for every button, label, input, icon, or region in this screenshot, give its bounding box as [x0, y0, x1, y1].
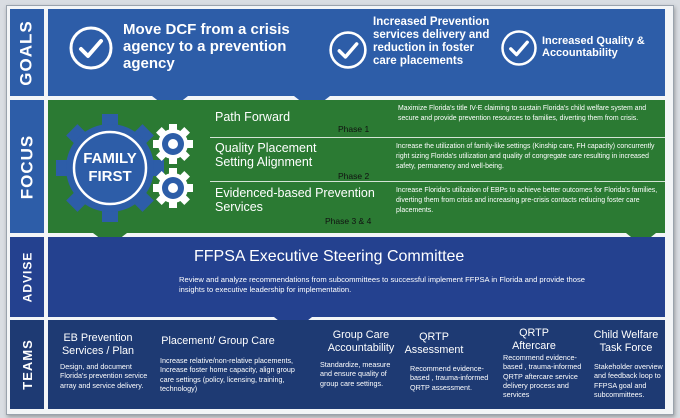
goal-crisis-to-prevention: Move DCF from a crisis agency to a preve…: [123, 21, 290, 72]
team-group-care-desc: Standardize, measure and ensure quality …: [320, 360, 391, 388]
goals-label: GOALS: [10, 9, 44, 96]
phase-3-4-label: Phase 3 & 4: [325, 216, 372, 226]
goals-panel: Move DCF from a crisis agency to a preve…: [48, 9, 665, 96]
team-eb-prevention-desc: Design, and document Florida's preventio…: [60, 362, 148, 390]
teams-panel: EB Prevention Services / Plan Design, an…: [48, 320, 665, 409]
family-first-line1: FAMILY: [83, 150, 137, 167]
focus-separator: [210, 181, 665, 182]
focus-item-ebp-services-title: Evidenced-based Prevention Services: [215, 186, 375, 214]
team-qrtp-assessment-title: QRTP Assessment: [404, 331, 464, 356]
teams-label: TEAMS: [10, 320, 44, 409]
team-group-care-title: Group Care Accountability: [327, 329, 395, 354]
goal-prevention-services: Increased Prevention services delivery a…: [373, 16, 490, 67]
focus-item-quality-placement-title: Quality Placement Setting Alignment: [215, 141, 317, 169]
steering-committee-desc: Review and analyze recommendations from …: [179, 275, 586, 295]
gear-icon: [56, 114, 164, 222]
focus-item-quality-placement-desc: Increase the utilization of family-like …: [396, 143, 655, 170]
team-child-welfare-desc: Stakeholder overview and feedback loop t…: [594, 362, 663, 400]
advise-label: ADVISE: [10, 237, 44, 317]
team-eb-prevention-title: EB Prevention Services / Plan: [61, 332, 134, 357]
check-circle-icon: [329, 31, 367, 69]
team-placement-desc: Increase relative/non-relative placement…: [160, 356, 295, 394]
focus-panel: FAMILY FIRST Path F: [48, 100, 665, 233]
focus-item-path-forward-title: Path Forward: [215, 110, 291, 124]
team-child-welfare-title: Child Welfare Task Force: [593, 329, 659, 354]
advise-panel: FFPSA Executive Steering Committee Revie…: [48, 237, 665, 317]
goal-quality-accountability: Increased Quality & Accountability: [542, 35, 645, 60]
team-qrtp-aftercare-title: QRTP Aftercare: [512, 327, 556, 352]
team-qrtp-assessment-desc: Recommend evidence-based , trauma-inform…: [410, 364, 489, 392]
advise-row: ADVISE FFPSA Executive Steering Committe…: [10, 237, 665, 317]
phase-2-label: Phase 2: [338, 171, 370, 181]
focus-label: FOCUS: [10, 100, 44, 233]
team-qrtp-aftercare-desc: Recommend evidence-based , trauma-inform…: [503, 353, 582, 400]
focus-row: FOCUS FAMILY FIRST: [10, 100, 665, 233]
check-circle-icon: [69, 26, 113, 70]
teams-row: TEAMS EB Prevention Services / Plan Desi…: [10, 320, 665, 409]
steering-committee-title: FFPSA Executive Steering Committee: [194, 248, 465, 265]
team-placement-title: Placement/ Group Care: [161, 335, 275, 347]
focus-separator: [210, 137, 665, 138]
gear-icon: [153, 168, 193, 208]
focus-item-path-forward-desc: Maximize Florida's title IV-E claiming t…: [398, 105, 647, 122]
goals-row: GOALS Move DCF from a crisis agency to a…: [10, 9, 665, 96]
focus-item-ebp-services-desc: Increase Florida's utilization of EBPs t…: [396, 187, 658, 214]
check-circle-icon: [501, 30, 537, 66]
family-first-line2: FIRST: [88, 168, 132, 185]
phase-1-label: Phase 1: [338, 124, 370, 134]
gear-icon: [153, 124, 193, 164]
